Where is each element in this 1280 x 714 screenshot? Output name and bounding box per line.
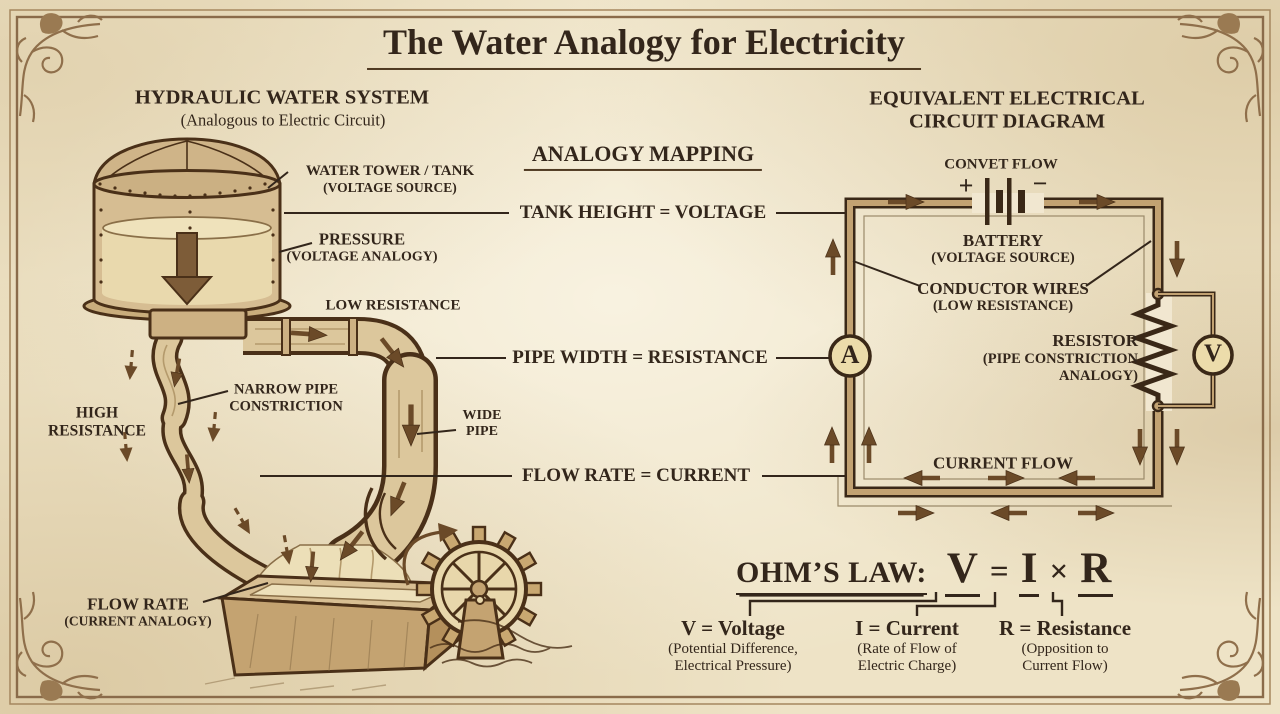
ammeter-icon [828,334,872,378]
voltmeter-icon [1192,334,1234,376]
tank-pressure-arrow [160,232,214,306]
water-wheel-icon [363,487,573,668]
mapping-heading: ANALOGY MAPPING [523,141,763,172]
battery-minus-sign: − [1032,169,1048,199]
formula-i: I [1018,544,1040,597]
battery-plus-sign: + [958,171,974,201]
water-splash [429,619,573,668]
definition-resistance: R = Resistance (Opposition to Current Fl… [998,615,1132,674]
wide-pipe-label: WIDE PIPE [462,408,502,439]
hydraulic-subheading: (Analogous to Electric Circuit) [180,110,386,130]
voltmeter-branch [1158,291,1216,409]
circuit-heading-line2: CIRCUIT DIAGRAM [908,110,1106,133]
ohms-law-label: OHM’S LAW: [736,556,927,595]
mapping-row-pipe-width: PIPE WIDTH = RESISTANCE [512,347,768,369]
ohms-law-formula: OHM’S LAW: V = I × R [736,544,1119,597]
circuit-heading-line1: EQUIVALENT ELECTRICAL [869,87,1145,110]
mapping-row-flow-rate: FLOW RATE = CURRENT [521,465,751,487]
tank-pedestal [148,308,248,340]
battery-label: BATTERY (VOLTAGE SOURCE) [931,231,1075,267]
flow-rate-label: FLOW RATE (CURRENT ANALOGY) [64,594,212,629]
corner-flourish-br [1176,590,1265,702]
corner-flourish-tr [1176,12,1265,124]
formula-equals: = [989,554,1009,590]
low-resistance-label: LOW RESISTANCE [325,297,461,314]
voltmeter-letter: V [1203,339,1223,367]
page-title: The Water Analogy for Electricity [367,22,921,71]
border-frame [9,9,1271,705]
formula-r: R [1078,544,1114,597]
narrow-pipe-label: NARROW PIPE CONSTRICTION [229,381,343,414]
current-flow-label: CURRENT FLOW [933,453,1073,473]
conductor-label: CONDUCTOR WIRES (LOW RESISTANCE) [917,279,1089,315]
formula-v: V [944,544,980,597]
resistor-label: RESISTOR (PIPE CONSTRICTION ANALOGY) [982,331,1138,384]
water-tank-icon [82,137,292,322]
ammeter-letter: A [840,340,860,370]
pipe-narrow [151,324,276,592]
top-flow-label: CONVET FLOW [944,156,1058,173]
water-tank-label: WATER TOWER / TANK (VOLTAGE SOURCE) [305,162,475,195]
corner-flourish-tl [15,12,104,124]
battery-icon [985,178,1025,225]
pressure-label: PRESSURE (VOLTAGE ANALOGY) [286,229,438,265]
formula-times: × [1049,554,1069,590]
callout-lines [177,171,1152,603]
high-resistance-label: HIGH RESISTANCE [48,404,146,439]
hydraulic-heading: HYDRAULIC WATER SYSTEM [134,86,430,109]
rotation-arrow [402,523,458,586]
mapping-row-tank-height: TANK HEIGHT = VOLTAGE [519,202,767,224]
definition-voltage: V = Voltage (Potential Difference, Elect… [668,615,798,674]
definition-current: I = Current (Rate of Flow of Electric Ch… [855,615,959,674]
ohm-bracket-lines [748,592,1064,616]
